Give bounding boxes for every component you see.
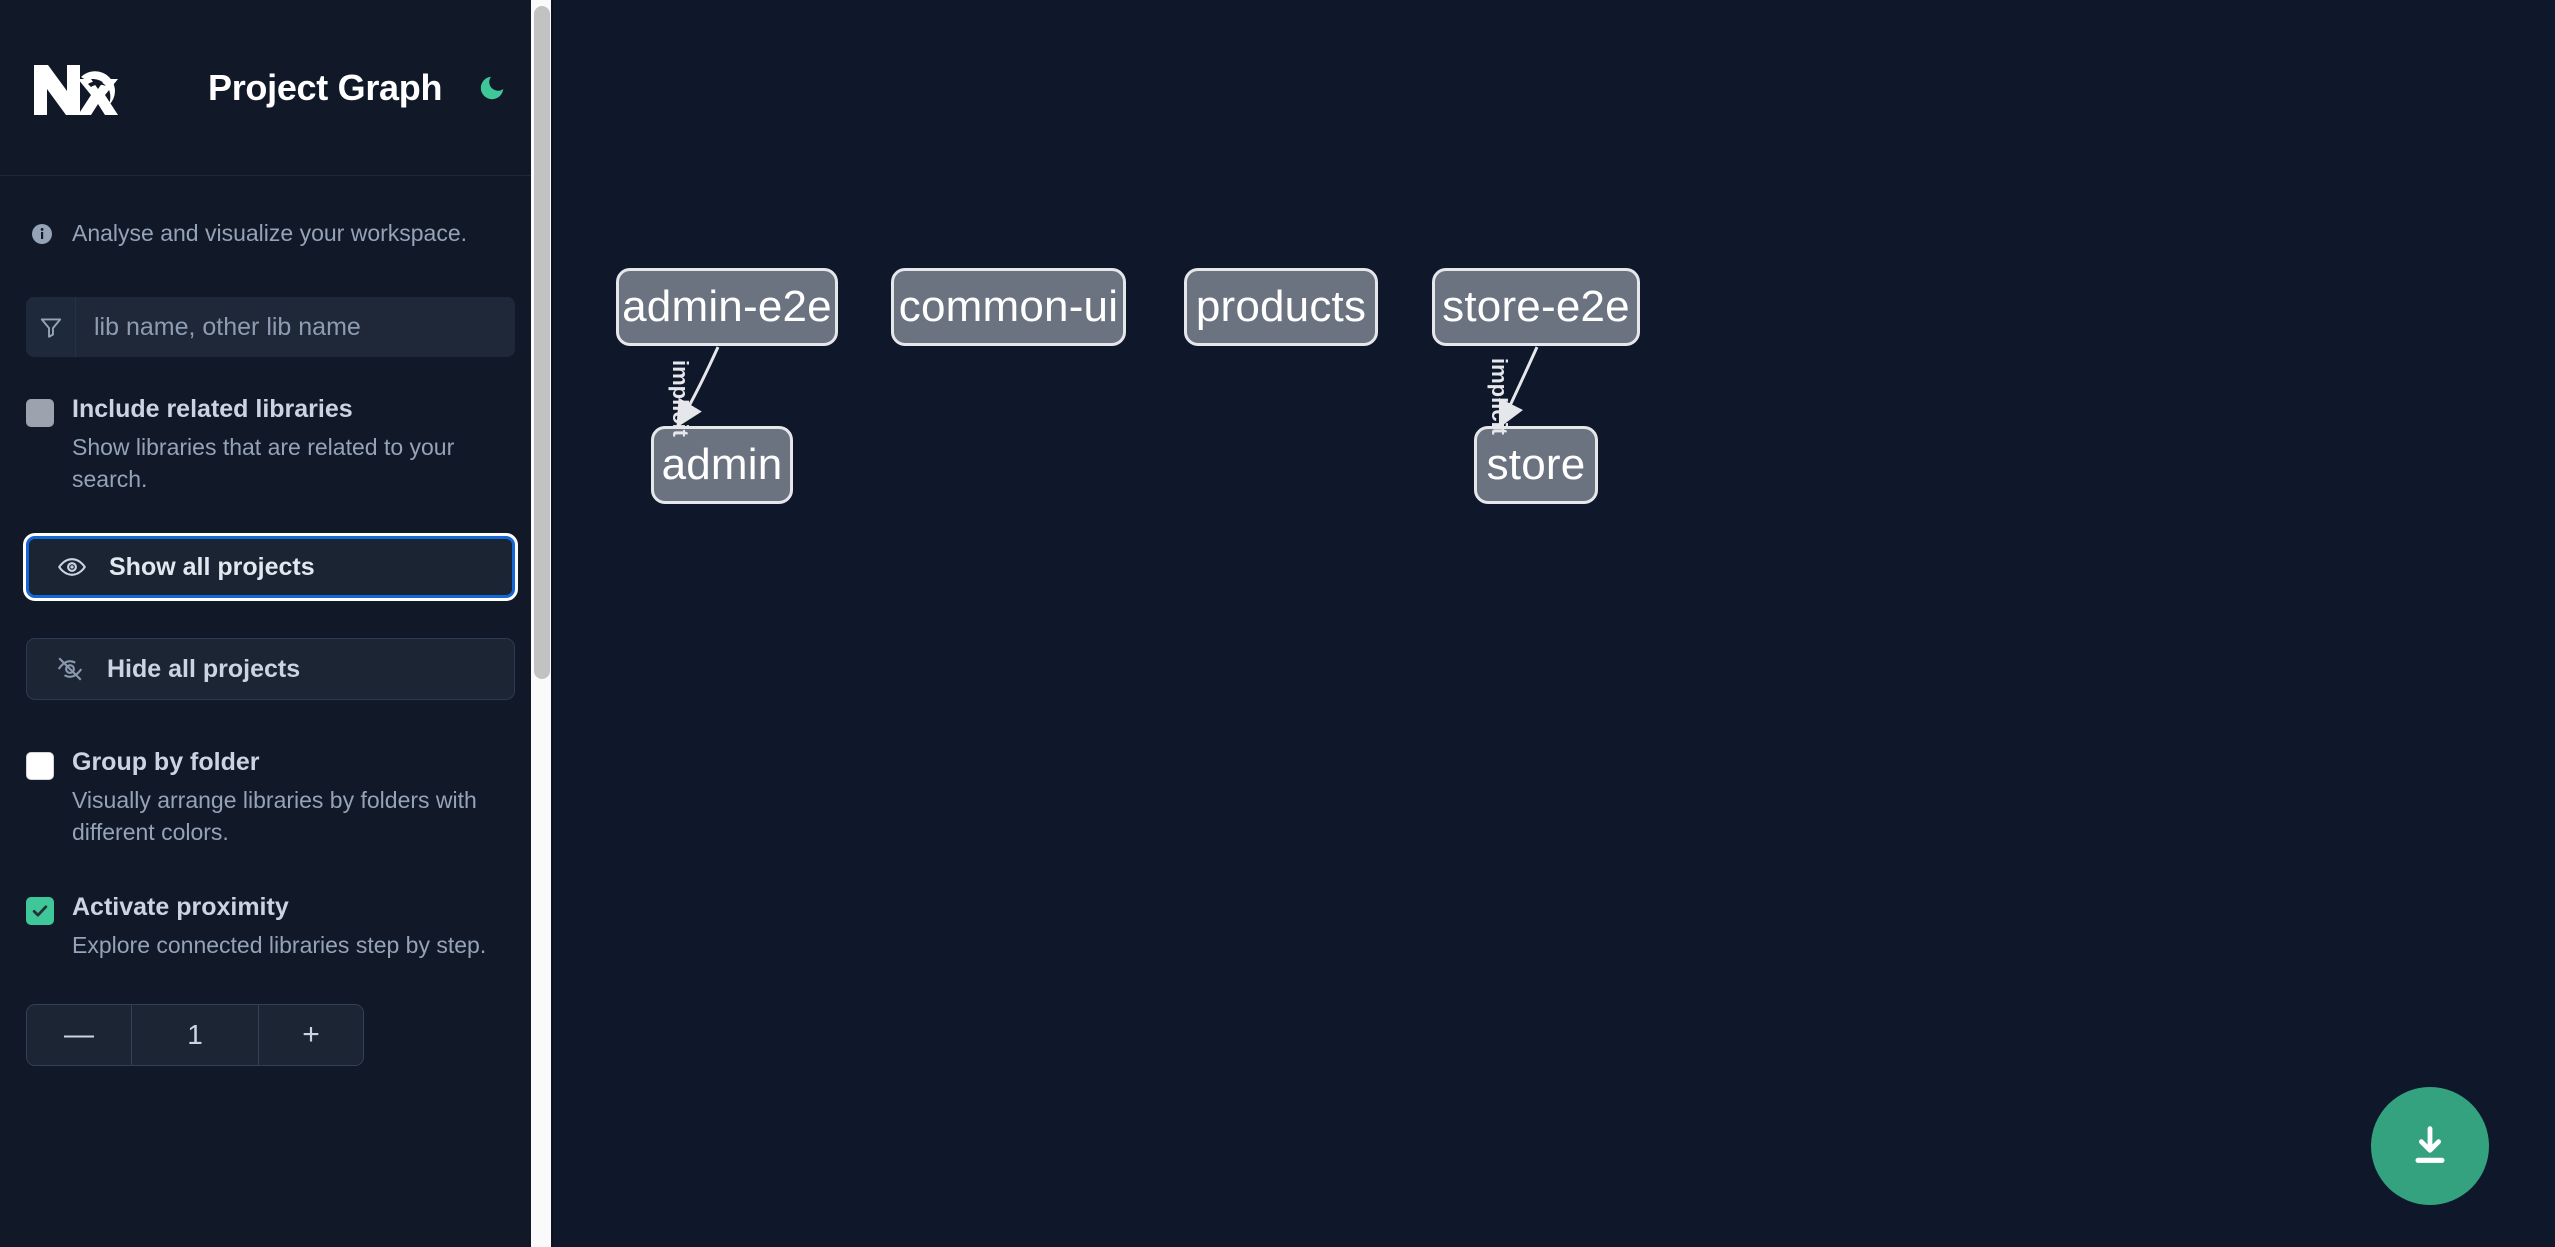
- search-input[interactable]: [76, 297, 515, 357]
- graph-node-label: products: [1195, 282, 1367, 331]
- sidebar-scrollbar[interactable]: [531, 0, 553, 1247]
- option-title: Activate proximity: [72, 893, 289, 922]
- stepper-value: 1: [131, 1004, 259, 1065]
- option-group-by-folder[interactable]: Group by folder Visually arrange librari…: [26, 746, 515, 849]
- graph-node-admin[interactable]: admin: [651, 426, 793, 504]
- graph-node-label: store: [1486, 440, 1586, 489]
- moon-icon[interactable]: [472, 68, 512, 108]
- edge-label-store-implicit: implicit: [1487, 358, 1512, 436]
- graph-node-label: common-ui: [898, 282, 1119, 331]
- option-activate-proximity[interactable]: Activate proximity Explore connected lib…: [26, 891, 515, 961]
- graph-canvas[interactable]: admin-e2e common-ui products store-e2e a…: [553, 0, 2555, 1247]
- eye-icon: [57, 552, 87, 582]
- graph-node-common-ui[interactable]: common-ui: [891, 268, 1126, 346]
- hide-all-projects-label: Hide all projects: [107, 654, 301, 683]
- sidebar: Project Graph Analyse and visualize your…: [0, 0, 553, 1247]
- checkbox-group-by-folder[interactable]: [26, 752, 54, 781]
- sidebar-body: Include related libraries Show libraries…: [0, 297, 553, 1066]
- edge-label-admin-implicit: implicit: [668, 360, 693, 438]
- graph-node-label: admin: [661, 440, 783, 489]
- check-icon: [32, 905, 48, 917]
- checkbox-include-related-libraries[interactable]: [26, 399, 54, 427]
- hide-all-projects-button[interactable]: Hide all projects: [26, 638, 515, 701]
- stepper-increment-button[interactable]: +: [259, 1004, 363, 1065]
- nx-logo: [26, 55, 122, 121]
- option-title: Include related libraries: [72, 395, 353, 423]
- graph-node-label: admin-e2e: [622, 282, 832, 331]
- option-description: Explore connected libraries step by step…: [72, 931, 487, 958]
- page-title: Project Graph: [208, 66, 443, 108]
- checkbox-activate-proximity[interactable]: [26, 897, 54, 926]
- show-all-projects-label: Show all projects: [109, 552, 315, 581]
- option-title: Group by folder: [72, 748, 260, 777]
- graph-edges: [676, 346, 1539, 429]
- eye-slash-icon: [55, 654, 85, 684]
- sidebar-tagline: Analyse and visualize your workspace.: [0, 176, 553, 247]
- graph-node-admin-e2e[interactable]: admin-e2e: [616, 268, 838, 346]
- sidebar-divider: [551, 0, 553, 1247]
- funnel-icon: [26, 297, 76, 357]
- graph-node-products[interactable]: products: [1184, 268, 1378, 346]
- graph-node-store-e2e[interactable]: store-e2e: [1432, 268, 1640, 346]
- tagline-text: Analyse and visualize your workspace.: [72, 220, 468, 246]
- graph-node-label: store-e2e: [1442, 282, 1630, 331]
- option-description: Show libraries that are related to your …: [72, 433, 455, 493]
- show-all-projects-button[interactable]: Show all projects: [23, 533, 518, 602]
- info-icon: [30, 222, 54, 246]
- sidebar-scrollbar-thumb[interactable]: [534, 6, 550, 679]
- option-description: Visually arrange libraries by folders wi…: [72, 786, 477, 846]
- download-icon: [2415, 1126, 2445, 1163]
- proximity-stepper: — 1 +: [26, 1003, 364, 1066]
- graph-node-store[interactable]: store: [1474, 426, 1598, 504]
- stepper-decrement-button[interactable]: —: [27, 1004, 131, 1065]
- option-include-related-libraries[interactable]: Include related libraries Show libraries…: [26, 393, 515, 496]
- download-graph-button[interactable]: [2371, 1087, 2489, 1205]
- sidebar-header: Project Graph: [0, 0, 553, 176]
- filter-row: [26, 297, 515, 357]
